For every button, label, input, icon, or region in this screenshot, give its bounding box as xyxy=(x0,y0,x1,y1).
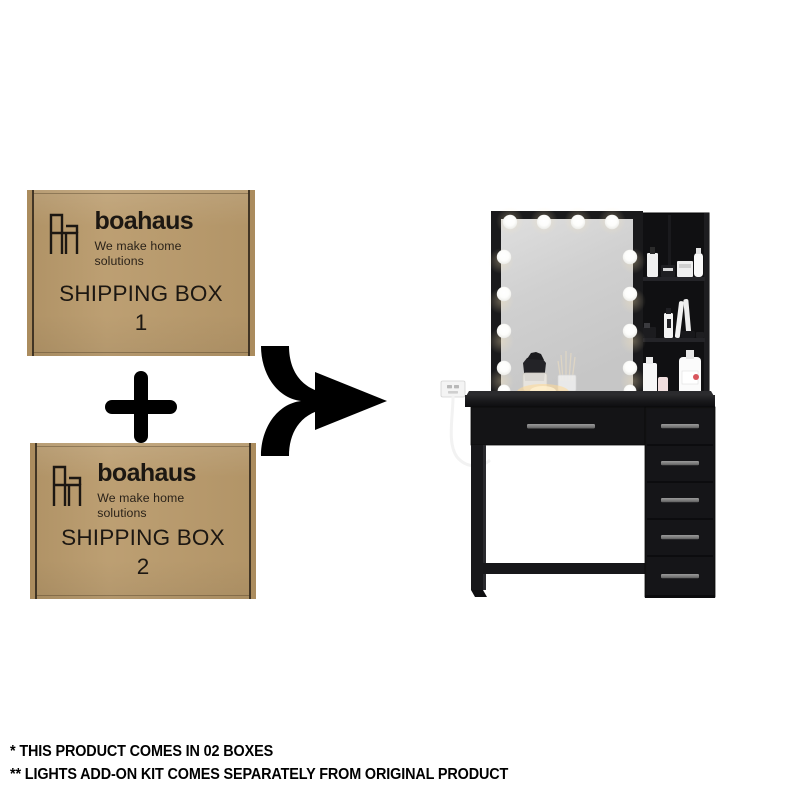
shipping-box-2-label: SHIPPING BOX 2 xyxy=(41,525,245,581)
box-flap-top xyxy=(33,193,249,194)
vanity-desk-product-image xyxy=(415,195,735,605)
chair-icon xyxy=(52,465,82,507)
footnote-line-2: ** LIGHTS ADD-ON KIT COMES SEPARATELY FR… xyxy=(10,765,509,783)
side-drawer-5-handle xyxy=(661,574,699,579)
shelf-items-top xyxy=(647,247,703,277)
side-drawer-3-handle xyxy=(661,498,699,503)
shelf-items-middle xyxy=(643,298,704,338)
shelf-items-bottom xyxy=(642,350,701,397)
shelf-board-1 xyxy=(639,277,705,281)
wall-outlet-icon xyxy=(440,380,466,398)
side-drawer-1-handle xyxy=(661,424,699,429)
box-seam-right xyxy=(249,443,251,599)
brand-tagline: We make home solutions xyxy=(97,491,237,520)
brand-tagline-line-2: solutions xyxy=(97,505,147,520)
shipping-box-1: boahaus We make home solutions SHIPPING … xyxy=(27,190,255,356)
brand-lockup: boahaus We make home solutions xyxy=(47,209,236,268)
box-right-face xyxy=(250,190,255,356)
desk-left-panel xyxy=(471,445,483,590)
box-right-face xyxy=(251,443,256,599)
brand-tagline: We make home solutions xyxy=(94,239,235,268)
box-flap-bottom xyxy=(33,352,249,353)
brand-tagline-line-2: solutions xyxy=(94,253,144,268)
hair-straightener xyxy=(674,298,695,338)
brand-name: boahaus xyxy=(94,207,194,236)
box-flap-bottom xyxy=(36,595,250,596)
merge-arrow-icon xyxy=(255,342,395,460)
box-left-face xyxy=(27,190,32,356)
chair-icon xyxy=(50,213,79,255)
shipping-box-1-label-line-2: 1 xyxy=(134,309,148,335)
shelf-board-2 xyxy=(639,338,705,342)
brand-tagline-line-1: We make home xyxy=(94,239,182,254)
side-drawer-4-handle xyxy=(661,535,699,540)
box-seam-left xyxy=(35,443,37,599)
shipping-box-2-label-line-1: SHIPPING BOX xyxy=(61,525,225,551)
shelf-unit xyxy=(636,212,714,404)
shipping-box-2-label-line-2: 2 xyxy=(136,553,150,579)
shipping-box-2: boahaus We make home solutions SHIPPING … xyxy=(30,443,256,599)
desk-top-surface xyxy=(465,395,715,407)
wide-drawer-handle xyxy=(527,424,595,429)
shipping-box-1-label: SHIPPING BOX 1 xyxy=(38,281,244,337)
plus-icon-vertical-bar xyxy=(134,371,148,443)
box-seam-left xyxy=(32,190,34,356)
desk-body xyxy=(470,406,716,598)
footnotes: * THIS PRODUCT COMES IN 02 BOXES ** LIGH… xyxy=(10,741,546,786)
brand-name: boahaus xyxy=(97,459,196,488)
lighted-mirror xyxy=(488,207,646,403)
brand-lockup: boahaus We make home solutions xyxy=(50,461,237,520)
desk-stretcher xyxy=(483,563,645,574)
footnote-line-1: * THIS PRODUCT COMES IN 02 BOXES xyxy=(10,743,274,761)
box-left-face xyxy=(30,443,35,599)
box-seam-right xyxy=(248,190,250,356)
shipping-box-1-label-line-1: SHIPPING BOX xyxy=(59,281,223,307)
brand-tagline-line-1: We make home xyxy=(97,491,185,506)
plus-icon xyxy=(105,371,177,443)
mirror-glass xyxy=(501,219,633,397)
box-flap-top xyxy=(36,446,250,447)
side-drawers xyxy=(647,409,713,595)
side-drawer-2-handle xyxy=(661,461,699,466)
